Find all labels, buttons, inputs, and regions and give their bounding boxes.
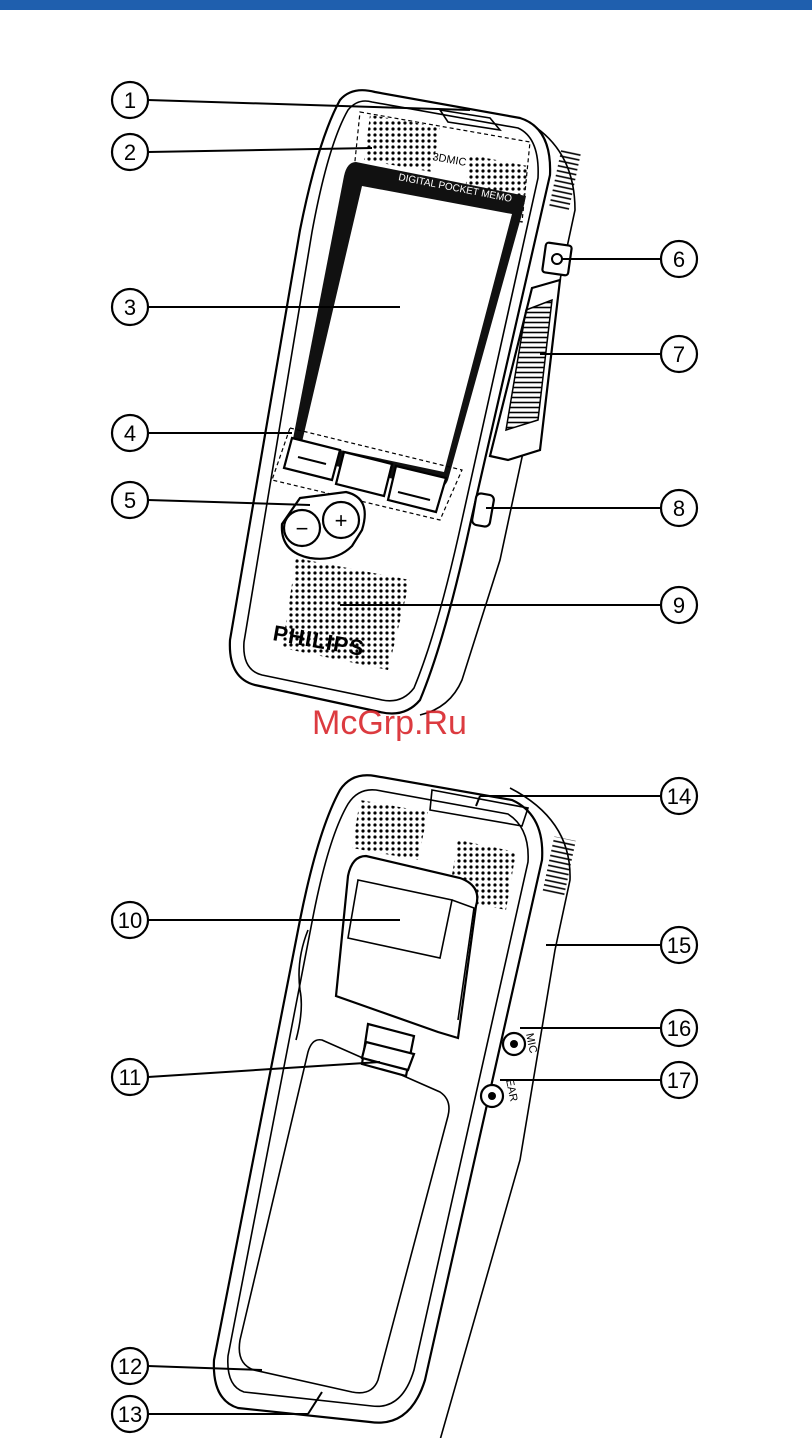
svg-text:5: 5	[124, 488, 136, 513]
volume-up-label: +	[335, 508, 348, 533]
callout-1: 1	[112, 82, 148, 118]
callout-4: 4	[112, 415, 148, 451]
svg-text:12: 12	[118, 1354, 142, 1379]
back-view: MIC EAR	[214, 775, 576, 1438]
svg-text:3: 3	[124, 295, 136, 320]
svg-text:16: 16	[667, 1016, 691, 1041]
callout-9: 9	[661, 587, 697, 623]
callout-13: 13	[112, 1396, 148, 1432]
callout-3: 3	[112, 289, 148, 325]
callout-6: 6	[661, 241, 697, 277]
svg-text:1: 1	[124, 88, 136, 113]
back-side-grip	[542, 836, 576, 897]
callout-5: 5	[112, 482, 148, 518]
callout-2: 2	[112, 134, 148, 170]
mic-jack-label: MIC	[523, 1032, 539, 1054]
callout-16: 16	[661, 1010, 697, 1046]
volume-down-label: −	[296, 516, 309, 541]
svg-text:17: 17	[667, 1068, 691, 1093]
callout-12: 12	[112, 1348, 148, 1384]
svg-text:4: 4	[124, 421, 136, 446]
svg-text:7: 7	[673, 342, 685, 367]
callout-11: 11	[112, 1059, 148, 1095]
svg-text:14: 14	[667, 784, 691, 809]
callout-17: 17	[661, 1062, 697, 1098]
svg-text:8: 8	[673, 496, 685, 521]
svg-text:15: 15	[667, 933, 691, 958]
callout-15: 15	[661, 927, 697, 963]
callout-14: 14	[661, 778, 697, 814]
svg-text:9: 9	[673, 593, 685, 618]
svg-text:2: 2	[124, 140, 136, 165]
svg-text:6: 6	[673, 247, 685, 272]
front-view: 3DMIC DIGITAL POCKET MEMO − + PHILIPS	[230, 90, 581, 715]
ear-jack-label: EAR	[503, 1078, 519, 1103]
callout-7: 7	[661, 336, 697, 372]
svg-text:11: 11	[119, 1065, 142, 1090]
callout-8: 8	[661, 490, 697, 526]
front-side-grip	[549, 149, 581, 212]
callout-10: 10	[112, 902, 148, 938]
svg-text:10: 10	[118, 908, 142, 933]
svg-text:13: 13	[118, 1402, 142, 1427]
watermark: McGrp.Ru	[312, 704, 467, 742]
